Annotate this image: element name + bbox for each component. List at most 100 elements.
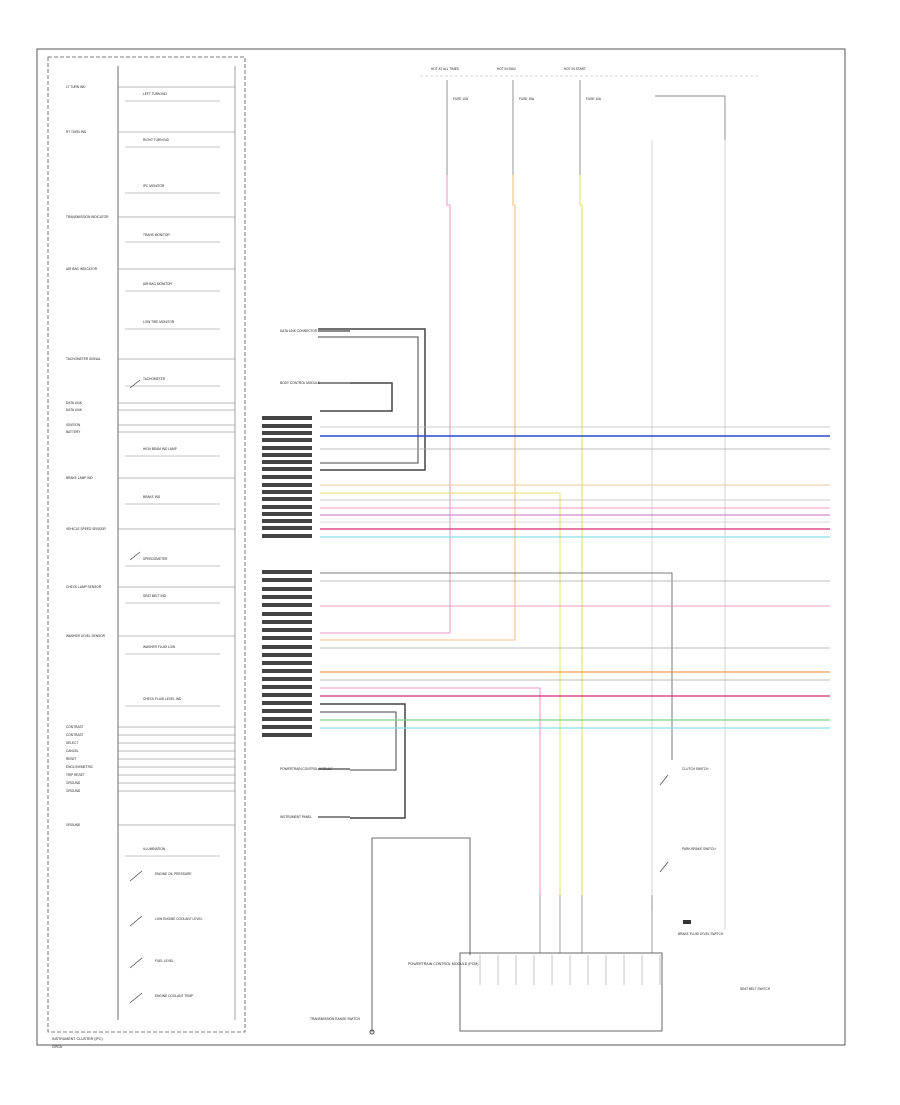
connector-pin bbox=[262, 628, 312, 632]
fuse-header-label: HOT IN RUN bbox=[497, 67, 516, 71]
fuse-block: HOT AT ALL TIMES FUSE 10A HOT IN RUN FUSE 1… bbox=[420, 67, 760, 175]
connector-pin bbox=[262, 653, 312, 657]
connector-group-label: DATA LINK CONNECTOR bbox=[280, 329, 318, 333]
cluster-item-label: ILLUMINATION bbox=[143, 847, 166, 851]
connector-pin bbox=[262, 431, 312, 435]
wire-dark bbox=[320, 572, 673, 760]
cluster-left-label: ENGLISH/METRIC bbox=[66, 765, 94, 769]
cluster-item-label: TRANS MONITOR bbox=[143, 233, 170, 237]
connector-pin bbox=[262, 512, 312, 516]
cluster-left-label: DATA LINK bbox=[66, 401, 83, 405]
connector-pin bbox=[262, 526, 312, 530]
connector-pin bbox=[262, 645, 312, 649]
cluster-item-label: SEAT BELT IND bbox=[143, 594, 167, 598]
cluster-item-label: BRAKE IND bbox=[143, 495, 161, 499]
harness-bundle bbox=[318, 328, 426, 471]
connector-group-label: POWERTRAIN CONTROL MODULE bbox=[280, 767, 332, 771]
pcm-module: POWERTRAIN CONTROL MODULE (PCM) bbox=[408, 952, 663, 1032]
fuse-header-label: HOT AT ALL TIMES bbox=[431, 67, 459, 71]
connector-pin bbox=[262, 661, 312, 665]
connector-pin bbox=[262, 620, 312, 624]
connector-pin bbox=[262, 467, 312, 471]
bottom-switch-label: ENGINE OIL PRESSURE bbox=[155, 872, 192, 876]
instrument-cluster: INSTRUMENT CLUSTER (IPC) CIRCA bbox=[47, 56, 246, 1049]
cluster-left-label: CONTRAST bbox=[66, 725, 84, 729]
ground-point bbox=[369, 1029, 375, 1035]
cluster-item-label: TACHOMETER bbox=[143, 377, 166, 381]
pcm-box bbox=[459, 952, 663, 1032]
connector-pin bbox=[262, 717, 312, 721]
connector-pin bbox=[262, 460, 312, 464]
right-switch-label: TRANSMISSION RANGE SWITCH bbox=[310, 1017, 361, 1021]
switch-contact bbox=[129, 957, 143, 969]
bottom-switch-label: ENGINE COOLANT TEMP bbox=[155, 994, 193, 998]
connector-pin bbox=[262, 519, 312, 523]
connector-pin bbox=[262, 534, 312, 538]
cluster-left-label: RT TURN IND bbox=[66, 130, 87, 134]
cluster-item-label: WASHER FLUID LOW bbox=[143, 645, 175, 649]
wire-orange-feed bbox=[320, 175, 516, 641]
bottom-switch-label: FUEL LEVEL bbox=[155, 959, 174, 963]
cluster-left-label: AIR BAG INDICATOR bbox=[66, 267, 98, 271]
connector-pin bbox=[262, 677, 312, 681]
connector-pin bbox=[262, 505, 312, 509]
cluster-labels-group: LT TURN IND RT TURN IND TRANSMISSION INDIC… bbox=[66, 85, 235, 827]
switch-contact bbox=[129, 870, 143, 882]
fuse-label: FUSE 10A bbox=[453, 97, 469, 101]
connector-group-label: INSTRUMENT PANEL bbox=[280, 815, 312, 819]
cluster-title: INSTRUMENT CLUSTER (IPC) bbox=[52, 1037, 103, 1041]
connector-pin bbox=[262, 701, 312, 705]
connector-pin bbox=[262, 587, 312, 591]
wire-yellow-feed bbox=[579, 175, 583, 895]
cluster-outer-box bbox=[47, 56, 246, 1033]
connector-group-label: BODY CONTROL MODULE bbox=[280, 381, 320, 385]
connector-pin bbox=[262, 497, 312, 501]
right-switch-label: PARK BRAKE SWITCH bbox=[682, 847, 716, 851]
fuse-header-label: HOT IN START bbox=[564, 67, 586, 71]
connector-pin bbox=[262, 438, 312, 442]
cluster-item-label: RIGHT TURN IND bbox=[143, 138, 170, 142]
connector-pin bbox=[262, 475, 312, 479]
connector-pin bbox=[262, 603, 312, 607]
cluster-left-label: CHECK LAMP SENSOR bbox=[66, 585, 102, 589]
cluster-left-label: BRAKE LAMP IND bbox=[66, 476, 93, 480]
harness-bundle bbox=[320, 703, 406, 819]
diode-symbol bbox=[683, 920, 691, 924]
connector-pin bbox=[262, 612, 312, 616]
connector-pin bbox=[262, 424, 312, 428]
wire-pink-feed bbox=[320, 175, 451, 634]
connector-pin bbox=[262, 725, 312, 729]
connector-pin bbox=[262, 490, 312, 494]
diagram-border bbox=[36, 48, 846, 1046]
cluster-item-label: AIR BAG MONITOR bbox=[143, 282, 173, 286]
cluster-item-label: LOW TIRE MONITOR bbox=[143, 320, 175, 324]
switch-symbol bbox=[129, 379, 141, 389]
footer-code: CIRCA bbox=[52, 1045, 63, 1049]
cluster-left-label: TACHOMETER SIGNAL bbox=[66, 357, 101, 361]
switch-symbol bbox=[129, 551, 141, 561]
right-switch-label: BRAKE FLUID LEVEL SWITCH bbox=[678, 932, 724, 936]
cluster-item-label: LEFT TURN IND bbox=[143, 92, 167, 96]
cluster-left-label: VEHICLE SPEED SENSOR bbox=[66, 527, 106, 531]
cluster-left-label: CANCEL bbox=[66, 749, 79, 753]
harness-bundle bbox=[320, 382, 393, 412]
connector-pin bbox=[262, 595, 312, 599]
cluster-left-label: TRANSMISSION INDICATOR bbox=[66, 215, 109, 219]
cluster-left-label: GROUND bbox=[66, 789, 81, 793]
cluster-left-label: DATA LINK bbox=[66, 408, 83, 412]
connector-pin bbox=[262, 685, 312, 689]
wire-harness bbox=[320, 140, 830, 985]
cluster-left-label: GROUND bbox=[66, 781, 81, 785]
cluster-left-label: TRIP RESET bbox=[66, 773, 85, 777]
cluster-left-label: LT TURN IND bbox=[66, 85, 86, 89]
cluster-item-label: CHECK FLUID LEVEL IND bbox=[143, 697, 182, 701]
switch-contact bbox=[129, 915, 143, 927]
connector-pin bbox=[262, 709, 312, 713]
connector-pin bbox=[262, 453, 312, 457]
fuse-label: FUSE 10A bbox=[586, 97, 602, 101]
